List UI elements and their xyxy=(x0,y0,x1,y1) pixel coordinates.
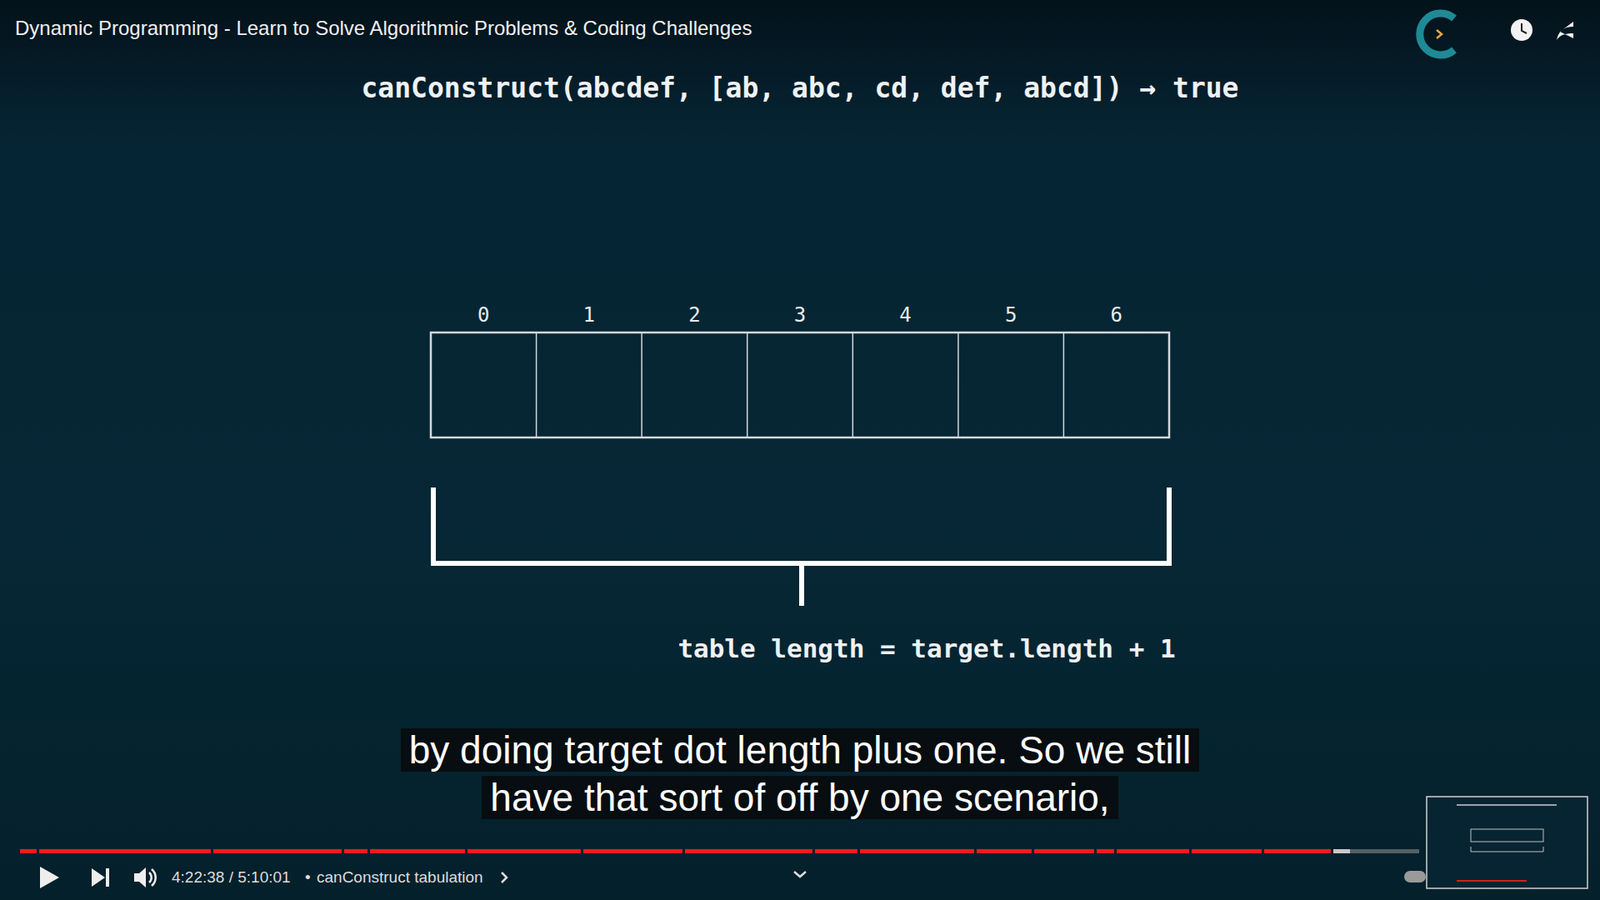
bracket xyxy=(433,487,1170,606)
play-icon xyxy=(40,866,60,889)
chapter-gaps xyxy=(36,848,1334,855)
cell-divider xyxy=(535,332,538,438)
thumbnail-heading xyxy=(1456,804,1557,806)
subtitle-text: by doing target dot length plus one. So … xyxy=(400,728,1200,820)
cell-divider xyxy=(957,332,960,438)
logo-chevron xyxy=(1436,30,1442,39)
table-border xyxy=(430,332,1170,438)
share-icon xyxy=(1556,21,1574,40)
preview-thumbnail xyxy=(1426,796,1588,889)
index-number: 0 xyxy=(477,303,490,327)
expand-chevron xyxy=(794,871,806,877)
time-display: 4:22:38 / 5:10:01 xyxy=(171,868,291,887)
progress-buffer xyxy=(1331,849,1350,854)
cell-divider xyxy=(746,332,749,438)
length-note: table length = target.length + 1 xyxy=(677,633,1175,664)
next-icon xyxy=(91,868,110,887)
clock-hand xyxy=(1521,23,1527,34)
index-number: 3 xyxy=(794,303,806,327)
cell-divider xyxy=(852,332,855,438)
cell-divider xyxy=(640,332,643,438)
index-number: 1 xyxy=(583,303,595,327)
progress-played xyxy=(20,849,1332,854)
chapter-name: canConstruct tabulation xyxy=(316,868,484,887)
index-number: 5 xyxy=(1005,303,1017,327)
separator-dot: • xyxy=(305,868,311,887)
progress-track xyxy=(20,849,1420,854)
chapter-chevron xyxy=(501,872,507,883)
logo-mark xyxy=(1420,13,1455,55)
watch-later-icon xyxy=(1510,19,1533,41)
function-call-heading: canConstruct(abcdef, [ab, abc, cd, def, … xyxy=(361,71,1240,105)
thumbnail-bracket xyxy=(1470,846,1544,852)
index-number: 2 xyxy=(688,303,700,327)
channel-logo xyxy=(1420,13,1574,55)
subtitle-box: by doing target dot length plus one. So … xyxy=(400,726,1200,822)
autoplay-toggle xyxy=(1404,870,1426,883)
volume-waves xyxy=(149,869,156,886)
volume-icon xyxy=(134,867,146,888)
thumbnail-progress xyxy=(1456,880,1527,882)
video-title: Dynamic Programming - Learn to Solve Alg… xyxy=(15,16,752,40)
thumbnail-table xyxy=(1470,829,1544,842)
table xyxy=(430,332,1170,438)
index-number: 6 xyxy=(1110,303,1122,327)
cell-divider xyxy=(1063,332,1065,438)
index-number: 4 xyxy=(899,303,911,327)
